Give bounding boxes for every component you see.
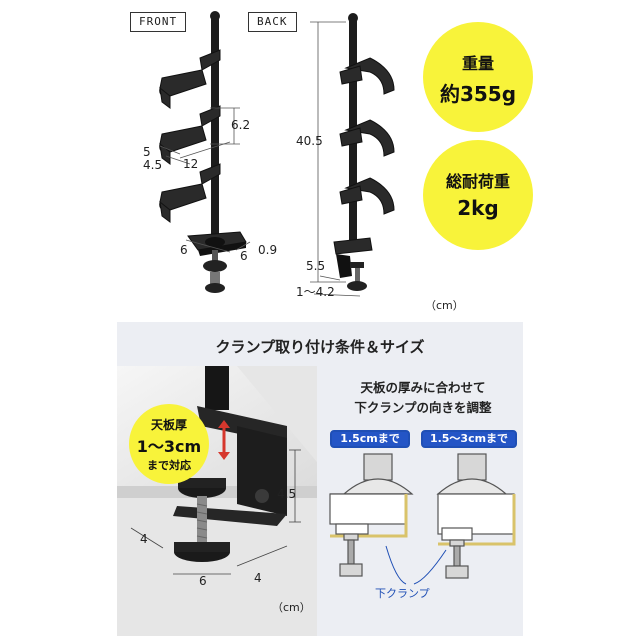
weight-badge-value: 約355g: [439, 82, 517, 106]
dim-clamp-range: 1〜4.2: [296, 285, 335, 299]
dim-right: 4: [254, 571, 262, 585]
callout-line3: まで対応: [147, 459, 191, 472]
dim-base-left: 6: [180, 243, 188, 257]
dim-clamp-depth: 5.5: [306, 259, 326, 273]
callout-line2: 1〜3cm: [136, 437, 202, 456]
dim-base-right: 6: [240, 249, 248, 263]
back-view-tag: BACK: [248, 12, 297, 32]
thickness-callout: 天板厚 1〜3cm まで対応: [129, 404, 209, 484]
front-dimension-lines: [159, 107, 251, 253]
dim-screw-left: 4: [140, 532, 148, 546]
back-dimension-lines: [310, 21, 361, 297]
callout-line1: 天板厚: [150, 418, 187, 432]
adjustment-note-line1: 天板の厚みに合わせて: [360, 380, 486, 395]
dim-width-top: 5: [143, 145, 151, 159]
weight-badge-title: 重量: [461, 54, 494, 73]
pill-up-to-1-5cm: 1.5cmまで: [330, 430, 410, 448]
dim-base-thickness: 0.9: [258, 243, 278, 257]
back-stand-illustration: [333, 13, 395, 291]
front-stand-illustration: [159, 11, 247, 293]
front-view-tag: FRONT: [130, 12, 187, 32]
dim-clamp-height: 4.5: [277, 487, 297, 501]
lower-clamp-label: 下クランプ: [375, 587, 430, 600]
pill-1-5-to-3cm: 1.5〜3cmまで: [421, 430, 517, 448]
load-badge: 総耐荷重 2kg: [423, 140, 533, 250]
clamp-orientation-diagrams: [329, 453, 516, 585]
clamp-section-title: クランプ取り付け条件＆サイズ: [215, 338, 425, 356]
dim-height: 40.5: [296, 134, 323, 148]
bottom-unit-label: （cm）: [272, 601, 311, 614]
adjustment-note: 天板の厚みに合わせて 下クランプの向きを調整: [330, 378, 516, 418]
top-unit-label: （cm）: [425, 299, 464, 312]
dim-depth: 12: [183, 157, 199, 171]
weight-badge: 重量 約355g: [423, 22, 533, 132]
clamp-photo: [117, 366, 317, 636]
dim-shelf-spacing: 6.2: [231, 118, 251, 132]
load-badge-value: 2kg: [457, 196, 499, 220]
load-badge-title: 総耐荷重: [445, 172, 510, 191]
dim-knob: 6: [199, 574, 207, 588]
dim-width-bottom: 4.5: [143, 158, 163, 172]
adjustment-note-line2: 下クランプの向きを調整: [354, 400, 492, 415]
